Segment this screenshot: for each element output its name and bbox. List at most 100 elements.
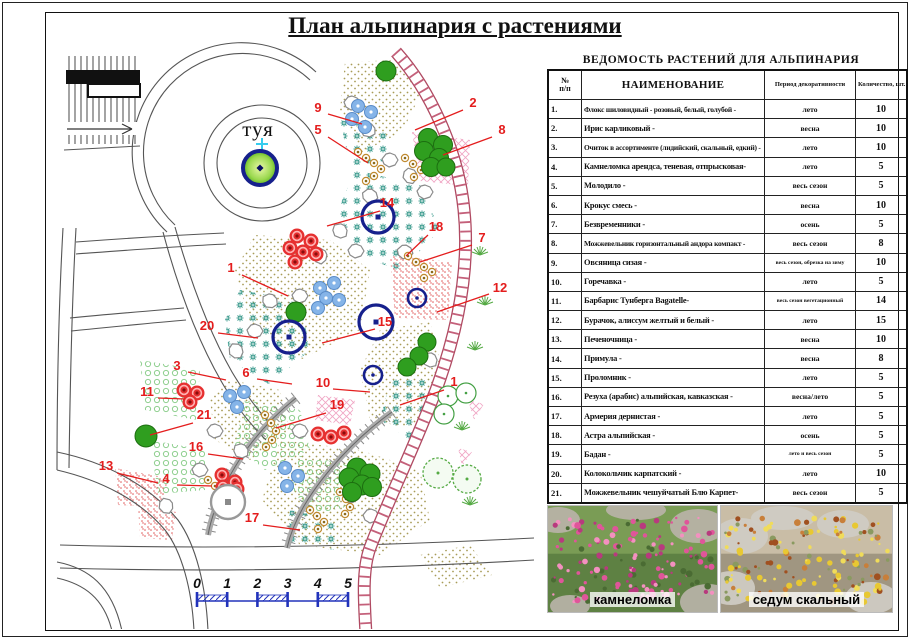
- photo-flower-dot: [578, 585, 586, 593]
- callout-21: 21: [197, 407, 211, 422]
- photo-flower-dot: [654, 553, 658, 557]
- photo-flower-dot: [625, 521, 631, 527]
- table-cell: 8: [855, 233, 908, 254]
- table-cell: Бурачок, алиссум желтый и белый -: [581, 310, 765, 331]
- photo-flower-dot: [820, 599, 824, 603]
- photo-flower-dot: [699, 538, 706, 545]
- plan-roads: [56, 42, 535, 629]
- photo-flower-dot: [839, 530, 843, 534]
- photo-flower-dot: [757, 566, 761, 570]
- table-cell: 1.: [547, 98, 582, 120]
- photo-flower-dot: [577, 527, 583, 533]
- photo-flower-dot: [706, 530, 712, 536]
- photo-flower-dot: [578, 519, 585, 525]
- photo-flower-dot: [724, 595, 731, 602]
- table-cell: 5: [855, 405, 908, 427]
- photo-flower-dot: [737, 549, 744, 556]
- photo-flower-dot: [709, 590, 715, 595]
- callout-leader-16: [207, 453, 244, 460]
- table-title: ВЕДОМОСТЬ РАСТЕНИЙ ДЛЯ АЛЬПИНАРИЯ: [582, 54, 860, 66]
- table-cell: Молодило -: [581, 175, 765, 196]
- photo-flower-dot: [604, 566, 609, 570]
- table-cell: весна: [764, 118, 856, 139]
- scale-tick-5: 5: [344, 575, 352, 591]
- table-row: 11.Барбарис Тунберга Bagatelle-весь сезо…: [547, 290, 908, 312]
- photo-flower-dot: [678, 582, 682, 586]
- table-cell: 11.: [547, 290, 582, 312]
- photo-flower-dot: [801, 565, 808, 571]
- photo-flower-dot: [552, 593, 555, 596]
- photo-flower-dot: [629, 566, 632, 570]
- tuya-label: туя: [242, 117, 274, 141]
- photo-flower-dot: [708, 563, 715, 570]
- photo-flower-dot: [859, 552, 864, 557]
- photo-flower-dot: [619, 558, 623, 562]
- photo-flower-dot: [818, 575, 821, 578]
- callout-leader-21: [149, 422, 194, 436]
- table-cell: 10: [855, 252, 908, 273]
- photo-flower-dot: [566, 569, 570, 573]
- table-cell: 10: [855, 329, 908, 350]
- callout-leader-18: [405, 234, 429, 257]
- photo-flower-dot: [601, 574, 608, 581]
- photo-flower-dot: [653, 582, 658, 587]
- photo-flower-dot: [728, 577, 733, 582]
- photo-flower-dot: [700, 550, 708, 558]
- photo-flower-dot: [784, 570, 788, 574]
- photo-flower-dot: [632, 586, 639, 594]
- table-cell: лето: [764, 405, 856, 427]
- callout-leader-10: [332, 388, 371, 393]
- callout-leader-7: [419, 244, 473, 263]
- callout-10: 10: [316, 375, 330, 390]
- photo-flower-dot: [630, 530, 637, 537]
- callout-9: 9: [314, 100, 321, 115]
- photo-flower-dot: [736, 588, 742, 594]
- scale-tick-1: 1: [223, 575, 231, 591]
- photo-flower-dot: [688, 546, 693, 551]
- photo-flower-dot: [882, 574, 890, 581]
- photo-flower-dot: [581, 594, 589, 601]
- table-cell: 19.: [547, 444, 582, 465]
- reference-photos: камнеломка седум скальный: [547, 505, 893, 613]
- photo-flower-dot: [666, 560, 669, 563]
- photo-flower-dot: [593, 521, 597, 525]
- table-cell: 4.: [547, 156, 582, 177]
- photo-flower-dot: [550, 577, 557, 583]
- photo-flower-dot: [827, 567, 830, 571]
- table-row: 8.Можжевельник горизонтальный андора ком…: [547, 233, 908, 254]
- photo-flower-dot: [805, 559, 808, 562]
- photo-flower-dot: [589, 570, 594, 574]
- photo-flower-dot: [853, 585, 860, 592]
- callout-1: 1: [450, 374, 457, 389]
- survey-cross-icon: [256, 138, 268, 150]
- table-cell: лето: [764, 271, 856, 292]
- photo-flower-dot: [694, 579, 700, 585]
- photo-flower-dot: [828, 598, 835, 605]
- table-cell: 18.: [547, 425, 582, 446]
- callout-leader-1: [241, 274, 289, 297]
- photo-flower-dot: [658, 551, 663, 556]
- photo-flower-dot: [724, 531, 727, 535]
- table-cell: 5: [855, 175, 908, 196]
- photo-flower-dot: [851, 584, 855, 588]
- table-cell: осень: [764, 425, 856, 446]
- photo-flower-dot: [683, 548, 689, 554]
- photo-flower-dot: [843, 552, 847, 556]
- photo-flower-dot: [733, 527, 738, 532]
- callout-6: 6: [242, 365, 249, 380]
- photo-flower-dot: [875, 558, 880, 563]
- callout-2: 2: [469, 95, 476, 110]
- table-cell: 15: [855, 310, 908, 331]
- photo-flower-dot: [737, 542, 740, 545]
- photo-flower-dot: [565, 526, 570, 531]
- photo-flower-dot: [593, 566, 601, 574]
- photo-flower-dot: [689, 582, 695, 587]
- photo-flower-dot: [593, 575, 598, 579]
- photo-flower-dot: [555, 544, 559, 549]
- table-cell: Печеночница -: [581, 329, 765, 350]
